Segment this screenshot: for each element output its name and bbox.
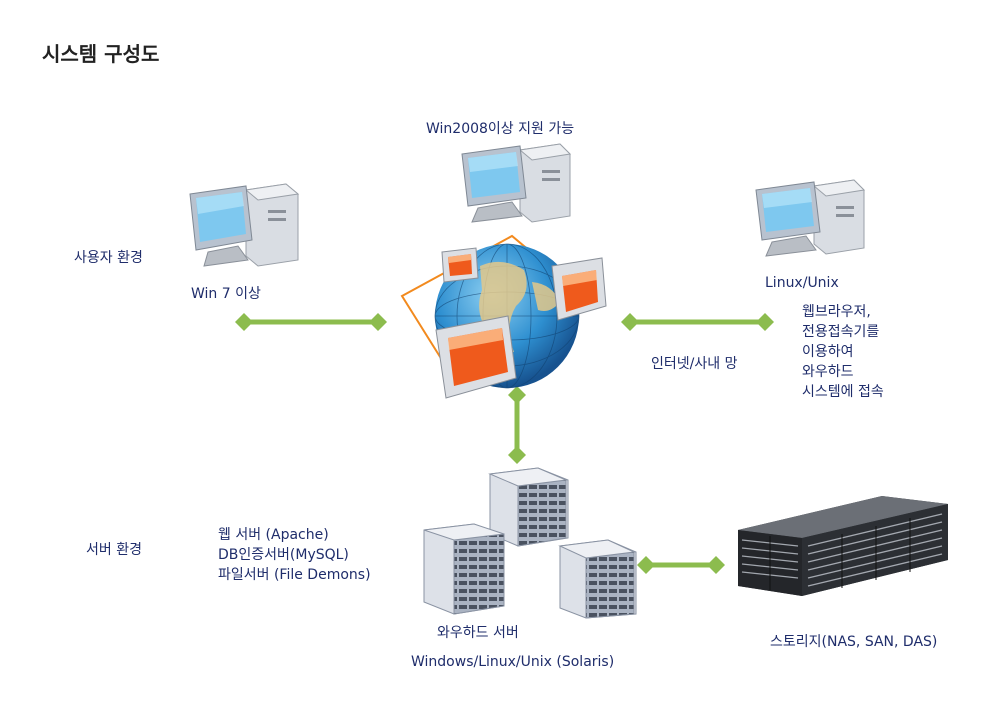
network-terminal-icon bbox=[441, 247, 479, 283]
server-component-item: DB인증서버(MySQL) bbox=[218, 547, 349, 563]
access-note: 웹브라우저, 전용접속기를 이용하여 와우하드 시스템에 접속 bbox=[802, 302, 884, 402]
desktop-computer-icon bbox=[189, 183, 300, 267]
connector-left bbox=[235, 313, 387, 331]
access-note-line: 웹브라우저, bbox=[802, 304, 871, 320]
user-environment-label: 사용자 환경 bbox=[74, 250, 143, 266]
page-title: 시스템 구성도 bbox=[42, 42, 160, 66]
desktop-computer-icon bbox=[461, 143, 572, 223]
os-list-label: Windows/Linux/Unix (Solaris) bbox=[411, 654, 615, 670]
server-cluster-icon bbox=[423, 467, 637, 619]
connector-storage bbox=[637, 556, 725, 574]
server-components-list: 웹 서버 (Apache) DB인증서버(MySQL) 파일서버 (File D… bbox=[218, 525, 371, 585]
access-note-line: 시스템에 접속 bbox=[802, 384, 884, 400]
server-tower-icon bbox=[423, 523, 505, 615]
server-component-item: 웹 서버 (Apache) bbox=[218, 527, 329, 543]
server-component-item: 파일서버 (File Demons) bbox=[218, 567, 371, 583]
connector-vertical bbox=[508, 386, 526, 464]
desktop-computer-icon bbox=[755, 179, 866, 257]
server-tower-icon bbox=[558, 539, 637, 619]
access-note-line: 전용접속기를 bbox=[802, 324, 880, 340]
connector-right bbox=[621, 313, 774, 331]
network-terminal-icon bbox=[435, 315, 517, 399]
storage-label: 스토리지(NAS, SAN, DAS) bbox=[770, 634, 938, 650]
linux-unix-label: Linux/Unix bbox=[765, 275, 839, 291]
network-terminal-icon bbox=[551, 257, 607, 321]
access-note-line: 와우하드 bbox=[802, 364, 854, 380]
wowhard-server-label: 와우하드 서버 bbox=[437, 625, 519, 641]
internet-globe-icon bbox=[400, 234, 607, 399]
access-note-line: 이용하여 bbox=[802, 344, 854, 360]
storage-array-icon bbox=[738, 496, 948, 596]
win7-label: Win 7 이상 bbox=[191, 286, 261, 302]
internet-label: 인터넷/사내 망 bbox=[651, 356, 738, 372]
server-environment-label: 서버 환경 bbox=[86, 542, 142, 558]
win2008-label: Win2008이상 지원 가능 bbox=[426, 121, 575, 137]
